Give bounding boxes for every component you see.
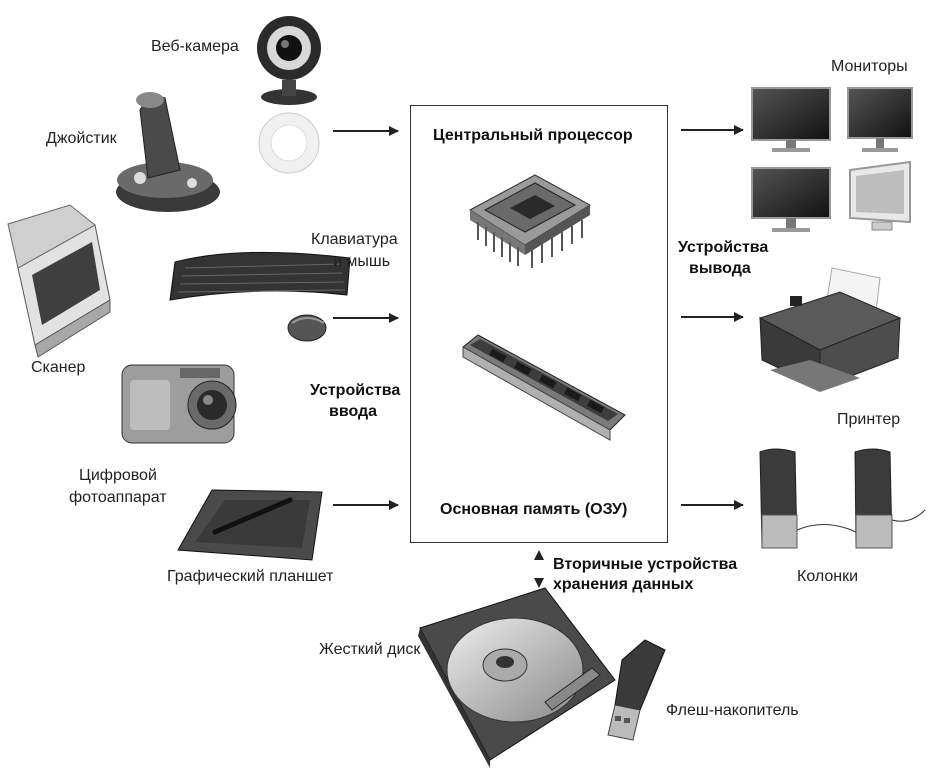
arrow-storage-down <box>534 578 544 588</box>
tablet-label: Графический планшет <box>167 568 334 585</box>
monitors-label: Мониторы <box>831 58 908 75</box>
flash-drive-icon <box>607 639 666 741</box>
printer-label: Принтер <box>837 411 901 428</box>
storage-devices-label-line2: хранения данных <box>553 576 694 593</box>
input-devices-label-line1: Устройства <box>310 382 401 399</box>
keyboard-label-line2: и мышь <box>333 253 391 270</box>
printer-icon <box>758 267 902 392</box>
webcam-label: Веб-камера <box>151 38 239 55</box>
scanner-icon <box>7 204 111 358</box>
digital-camera-icon <box>121 364 237 444</box>
output-devices-label-line1: Устройства <box>678 239 769 256</box>
camera-label-line2: фотоаппарат <box>69 489 167 506</box>
cpu-title: Центральный процессор <box>433 127 633 144</box>
speakers-icon <box>759 448 926 549</box>
joystick-icon <box>116 92 220 212</box>
scanner-label: Сканер <box>31 359 86 376</box>
hard-disk-icon <box>418 587 616 768</box>
input-devices-label-line2: ввода <box>329 403 378 420</box>
keyboard-label-line1: Клавиатура <box>311 231 398 248</box>
keyboard-mouse-icon <box>169 251 351 342</box>
ram-module-icon <box>462 334 626 441</box>
storage-devices-label-line1: Вторичные устройства <box>553 556 738 573</box>
speakers-label: Колонки <box>797 568 859 585</box>
joystick-label: Джойстик <box>46 130 117 147</box>
cpu-chip-icon <box>469 174 591 268</box>
hdd-label: Жесткий диск <box>319 641 421 658</box>
memory-title: Основная память (ОЗУ) <box>440 501 628 518</box>
arrow-storage-up <box>534 550 544 560</box>
output-devices-label-line2: вывода <box>689 260 751 277</box>
monitors-icon <box>751 87 913 232</box>
webcam-icon <box>257 16 321 174</box>
camera-label-line1: Цифровой <box>79 467 157 484</box>
graphics-tablet-icon <box>177 489 323 561</box>
flash-drive-label: Флеш-накопитель <box>666 702 799 719</box>
